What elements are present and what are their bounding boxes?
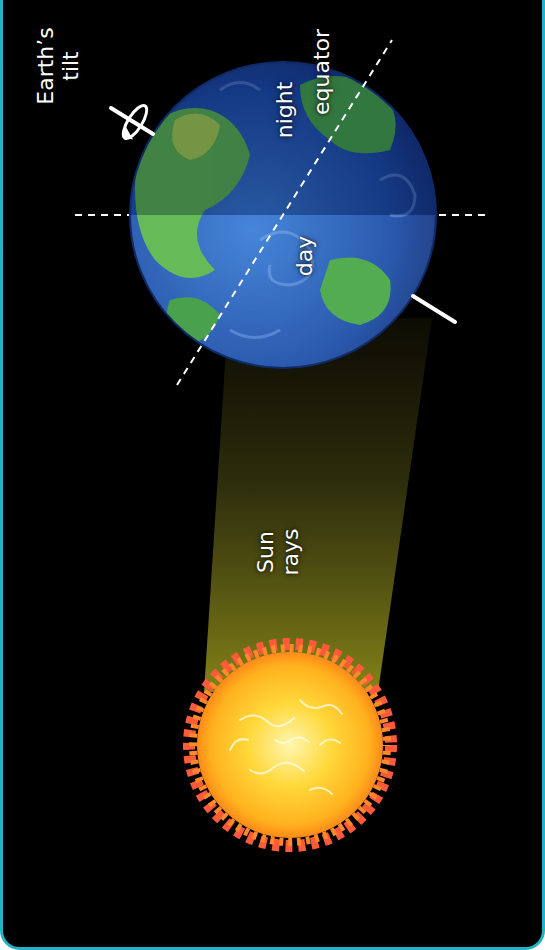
equator-label: equator <box>309 17 334 127</box>
equator-line <box>177 40 392 385</box>
day-label: day <box>292 221 317 291</box>
tilt-label: Earth’s tilt <box>33 16 84 116</box>
beam-label: Sun rays <box>253 520 304 584</box>
sun <box>189 644 391 846</box>
earth <box>120 55 450 375</box>
sun-rays-beam <box>204 318 432 692</box>
night-label: night <box>272 65 297 155</box>
